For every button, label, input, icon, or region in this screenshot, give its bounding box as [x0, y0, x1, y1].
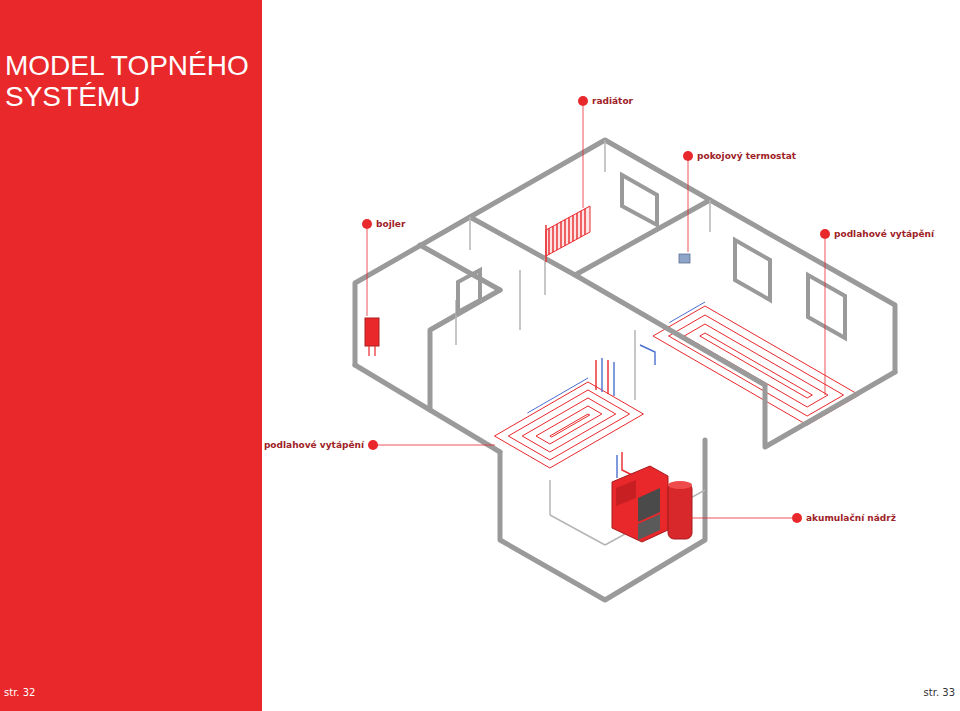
- illustration-part: [601, 358, 602, 392]
- illustration-part: [519, 270, 521, 330]
- illustration-part: [690, 518, 792, 519]
- illustration-part: [735, 240, 770, 300]
- illustration-part: [469, 217, 471, 250]
- floor-heating-loop: [491, 378, 647, 468]
- illustration-part: [825, 239, 826, 395]
- illustration-part: [527, 378, 588, 413]
- page-number: str. 33: [924, 687, 955, 698]
- illustration-part: [470, 200, 710, 275]
- illustration-part: [568, 217, 569, 243]
- illustration-part: [808, 275, 845, 338]
- illustration-part: [638, 514, 660, 540]
- illustration-part: [616, 455, 617, 478]
- illustration-part: [578, 96, 588, 106]
- illustration-part: [616, 480, 636, 506]
- callout-label: podlahové vytápění: [834, 229, 934, 239]
- illustration-part: [576, 213, 577, 239]
- floor-heating: [491, 302, 863, 468]
- illustration-part: [536, 406, 602, 444]
- illustration-part: [508, 390, 629, 460]
- illustration-part: [500, 440, 705, 600]
- illustration-part: [368, 346, 369, 356]
- illustration-part: [688, 161, 689, 252]
- callout-label: bojler: [376, 219, 405, 229]
- illustration-part: [548, 228, 549, 254]
- pipes: [546, 225, 655, 478]
- walls: [355, 140, 895, 600]
- illustration-part: [494, 382, 643, 468]
- illustration-part: [653, 306, 859, 425]
- illustration-part: [355, 140, 895, 372]
- illustration-part: [765, 372, 895, 447]
- illustration-part: [607, 360, 608, 394]
- illustration-part: [683, 151, 693, 161]
- illustration-part: [622, 452, 632, 475]
- illustration-part: [378, 445, 495, 446]
- illustration-part: [634, 330, 636, 400]
- illustration-part: [362, 219, 372, 229]
- illustration-part: [669, 315, 844, 416]
- illustration-part: [640, 345, 655, 365]
- illustration-part: [584, 209, 585, 235]
- callout-label: pokojový termostat: [697, 151, 796, 161]
- leader-lines: [367, 106, 825, 518]
- illustration-part: [668, 481, 692, 489]
- illustration-part: [583, 106, 584, 208]
- radiator: [546, 206, 590, 256]
- illustration-part: [709, 200, 711, 232]
- illustration-part: [550, 515, 605, 545]
- room-thermostat: [679, 254, 690, 263]
- illustration-part: [575, 275, 765, 385]
- illustration-part: [365, 318, 379, 346]
- water-heater: [365, 318, 379, 356]
- illustration-part: [560, 222, 561, 248]
- callout-label: akumulační nádrž: [806, 513, 896, 523]
- illustration-part: [367, 229, 368, 316]
- illustration-part: [669, 302, 705, 323]
- illustration-part: [549, 480, 551, 515]
- illustration-part: [792, 513, 802, 523]
- illustration-part: [622, 175, 657, 225]
- page-number: str. 32: [4, 687, 35, 698]
- illustration-part: [668, 483, 692, 539]
- illustration-part: [550, 414, 590, 437]
- illustration-part: [458, 270, 480, 312]
- illustration-part: [613, 362, 614, 396]
- illustration-part: [572, 215, 573, 241]
- illustration-part: [595, 360, 596, 390]
- illustration-part: [700, 333, 813, 398]
- illustration-part: [355, 365, 500, 452]
- callout-label: podlahové vytápění: [264, 440, 364, 450]
- illustration-part: [556, 224, 557, 250]
- page-title: MODEL TOPNÉHO SYSTÉMU: [5, 50, 255, 113]
- illustration-part: [374, 346, 375, 356]
- illustration-part: [368, 440, 378, 450]
- illustration-part: [522, 398, 616, 452]
- illustration-part: [545, 225, 546, 262]
- boiler-and-tank: [612, 466, 692, 542]
- callout-label: radiátor: [592, 96, 633, 106]
- illustration-part: [580, 211, 581, 237]
- illustration-part: [604, 140, 606, 172]
- illustration-part: [544, 258, 546, 295]
- illustration-part: [564, 220, 565, 246]
- illustration-part: [820, 229, 830, 239]
- illustration-part: [612, 466, 668, 542]
- windows: [458, 175, 845, 338]
- illustration-part: [684, 324, 828, 407]
- illustration-part: [546, 206, 590, 256]
- illustration-part: [552, 226, 553, 252]
- callout-dots: [362, 96, 830, 523]
